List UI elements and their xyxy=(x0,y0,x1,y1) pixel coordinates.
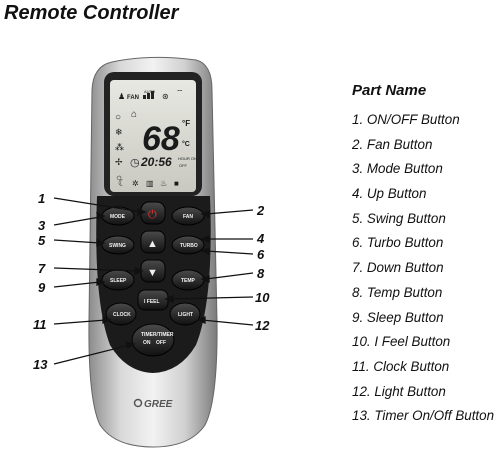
svg-text:TIMER/TIMER: TIMER/TIMER xyxy=(141,332,174,338)
lcd-hour-off: OFF xyxy=(179,163,188,168)
part-name-list: 1. ON/OFF Button 2. Fan Button 3. Mode B… xyxy=(352,108,494,429)
svg-text:ON: ON xyxy=(143,340,151,346)
person-icon: ♟ xyxy=(118,92,125,101)
part-item: 2. Fan Button xyxy=(352,136,433,152)
part-item: 4. Up Button xyxy=(352,186,427,202)
callout-5: 5 xyxy=(38,233,46,248)
part-item: 1. ON/OFF Button xyxy=(352,112,460,127)
part-item: 3. Mode Button xyxy=(352,161,443,177)
clock-button[interactable]: CLOCK xyxy=(105,302,137,326)
callout-12: 12 xyxy=(255,318,270,333)
callout-13: 13 xyxy=(33,357,48,372)
heat-icon: ♨ xyxy=(160,179,167,188)
down-button[interactable]: ▼ xyxy=(140,259,166,283)
svg-text:CLOCK: CLOCK xyxy=(113,312,131,318)
down-arrow-icon: ▼ xyxy=(147,267,158,279)
lcd-content: ♟ FAN AUTO ⊛ ⌔ ○ ❄ ⁂ ✢ ☼ ⌂ 68 °F °C ◷ 20… xyxy=(115,88,197,188)
callout-7: 7 xyxy=(38,261,46,276)
callout-2: 2 xyxy=(256,203,265,218)
part-item: 5. Swing Button xyxy=(352,210,446,226)
part-item: 6. Turbo Button xyxy=(352,235,444,251)
callout-10: 10 xyxy=(255,290,270,305)
part-item: 13. Timer On/Off Button xyxy=(352,408,495,424)
moon-icon: ☾ xyxy=(118,178,126,188)
timer-button[interactable]: TIMER/TIMER ON OFF xyxy=(131,323,175,357)
callout-9: 9 xyxy=(38,280,46,295)
lcd-unit-f: °F xyxy=(182,119,190,128)
lcd-auto-label: AUTO xyxy=(144,89,155,94)
power-button[interactable]: ⏻ xyxy=(140,201,166,225)
snow-icon: ❄ xyxy=(115,127,123,137)
svg-text:TEMP: TEMP xyxy=(181,278,196,284)
part-item: 7. Down Button xyxy=(352,260,444,276)
svg-text:TURBO: TURBO xyxy=(180,243,198,249)
brand-logo: GREE xyxy=(133,398,173,410)
auto-mode-icon: ○ xyxy=(115,112,121,123)
wifi-icon: ⌔ xyxy=(176,88,184,97)
part-item: 10. I Feel Button xyxy=(352,334,451,350)
svg-text:SWING: SWING xyxy=(109,243,126,249)
page-title: Remote Controller xyxy=(4,2,179,24)
svg-text:LIGHT: LIGHT xyxy=(178,312,193,318)
callout-6: 6 xyxy=(257,247,265,262)
callout-1: 1 xyxy=(38,191,45,206)
filter-icon: ▥ xyxy=(146,179,154,188)
lcd-hour-on: HOUR ON xyxy=(178,156,197,161)
svg-text:OFF: OFF xyxy=(156,340,166,346)
temp-button[interactable]: TEMP xyxy=(171,269,205,291)
bulb-icon: ✲ xyxy=(132,179,139,188)
callout-4: 4 xyxy=(256,231,265,246)
callout-numbers: 1 3 5 7 9 11 13 2 4 6 8 10 12 xyxy=(33,191,270,372)
up-button[interactable]: ▲ xyxy=(140,230,166,254)
lcd-fan-label: FAN xyxy=(127,95,139,101)
lcd-temperature: 68 xyxy=(142,120,180,158)
swing-button[interactable]: SWING xyxy=(101,235,135,255)
svg-text:I FEEL: I FEEL xyxy=(144,299,160,305)
fan-button[interactable]: FAN xyxy=(171,206,205,226)
sleep-button[interactable]: SLEEP xyxy=(101,269,135,291)
callouts xyxy=(53,197,254,365)
ifeel-button[interactable]: I FEEL xyxy=(137,289,169,311)
part-name-heading: Part Name xyxy=(352,82,427,99)
lcd-screen xyxy=(110,80,196,192)
turbo-button[interactable]: TURBO xyxy=(171,235,205,255)
light-button[interactable]: LIGHT xyxy=(169,302,201,326)
svg-text:GREE: GREE xyxy=(144,399,173,410)
up-arrow-icon: ▲ xyxy=(147,238,158,250)
power-icon: ⏻ xyxy=(148,209,157,221)
callout-8: 8 xyxy=(257,266,265,281)
part-item: 11. Clock Button xyxy=(352,358,450,374)
clock-icon: ◷ xyxy=(130,157,140,169)
lcd-unit-c: °C xyxy=(182,140,190,148)
svg-text:FAN: FAN xyxy=(183,214,193,220)
callout-3: 3 xyxy=(38,218,46,233)
drop-icon: ⁂ xyxy=(115,142,124,152)
svg-text:SLEEP: SLEEP xyxy=(110,278,127,284)
svg-text:MODE: MODE xyxy=(110,214,126,220)
sun-icon: ☼ xyxy=(115,172,123,182)
swing-icon: ⊛ xyxy=(162,92,169,101)
lcd-clock: 20:56 xyxy=(140,155,172,169)
part-item: 12. Light Button xyxy=(352,383,446,399)
fan-mode-icon: ✢ xyxy=(115,157,123,167)
lock-icon: ■ xyxy=(174,179,179,188)
thermometer-icon: ⌂ xyxy=(131,109,137,120)
part-item: 8. Temp Button xyxy=(352,284,443,300)
callout-11: 11 xyxy=(33,317,47,332)
part-item: 9. Sleep Button xyxy=(352,309,444,325)
